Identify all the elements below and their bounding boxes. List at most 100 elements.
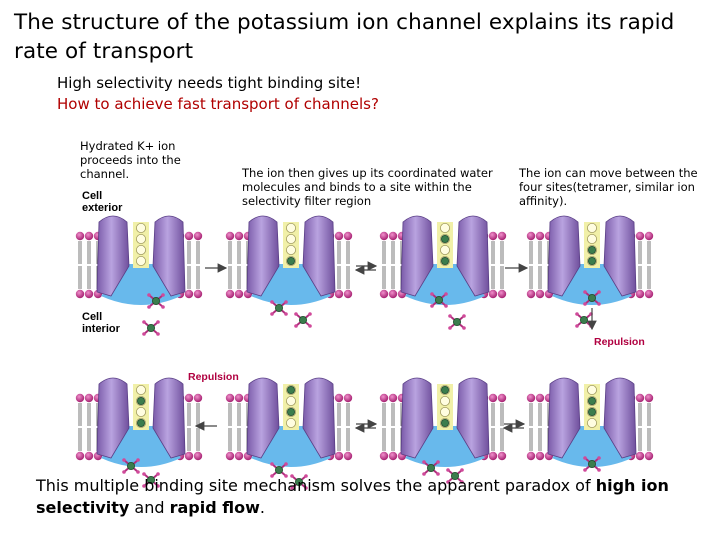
subtitle-question: How to achieve fast transport of channel… — [57, 95, 379, 113]
water-molecule — [583, 290, 587, 294]
binding-site — [135, 255, 146, 266]
lipid-head — [497, 289, 507, 299]
potassium-ion — [294, 477, 303, 486]
lipid-head — [526, 393, 536, 403]
lipid-head — [75, 231, 85, 241]
binding-site — [439, 395, 450, 406]
ion-channel — [379, 215, 507, 330]
water-molecule — [136, 458, 140, 462]
water-molecule — [308, 312, 312, 316]
water-molecule — [161, 305, 165, 309]
water-molecule — [430, 304, 434, 308]
conclusion-prefix: This multiple binding site mechanism sol… — [36, 476, 596, 495]
lipid-head — [84, 231, 94, 241]
lipid-head — [343, 451, 353, 461]
caption-step1: Hydrated K+ ion proceeds into the channe… — [80, 139, 181, 181]
potassium-ion — [440, 418, 449, 427]
ion-channel — [526, 215, 654, 328]
ion-channel — [379, 377, 507, 484]
water-molecule — [583, 468, 587, 472]
water-molecule — [156, 332, 160, 336]
channel-subunit-left — [96, 377, 130, 459]
channel-subunit-right — [302, 215, 336, 297]
water-molecule — [430, 292, 434, 296]
binding-site — [587, 384, 598, 395]
water-molecule — [448, 326, 452, 330]
lipid-head — [635, 451, 645, 461]
potassium-ion — [127, 461, 136, 470]
potassium-ion — [452, 317, 461, 326]
potassium-ion — [151, 296, 160, 305]
lipid-head — [193, 231, 203, 241]
water-molecule — [462, 314, 466, 318]
selectivity-filter — [437, 384, 453, 430]
ion-channel — [75, 215, 203, 336]
water-molecule — [142, 320, 146, 324]
water-molecule — [284, 300, 288, 304]
lipid-head — [497, 231, 507, 241]
lipid-head — [334, 289, 344, 299]
water-molecule — [446, 480, 450, 484]
binding-site — [285, 417, 296, 428]
channel-subunit-right — [603, 377, 637, 459]
lipid-head — [234, 231, 244, 241]
channel-subunit-right — [302, 377, 336, 459]
ion-channel — [225, 215, 353, 328]
binding-site — [135, 384, 146, 395]
channel-subunit-left — [246, 215, 280, 297]
potassium-ion — [588, 245, 597, 254]
water-molecule — [270, 312, 274, 316]
selectivity-filter — [133, 384, 149, 430]
binding-site — [135, 244, 146, 255]
water-molecule — [290, 474, 294, 478]
water-molecule — [142, 472, 146, 476]
lipid-head — [497, 393, 507, 403]
lipid-head — [535, 289, 545, 299]
lipid-head — [488, 231, 498, 241]
lipid-head — [488, 451, 498, 461]
water-molecule — [304, 474, 308, 478]
binding-site — [135, 406, 146, 417]
lipid-head — [184, 231, 194, 241]
lipid-head — [535, 393, 545, 403]
water-molecule — [290, 486, 294, 490]
lipid-head — [225, 289, 235, 299]
lipid-head — [535, 231, 545, 241]
lipid-head — [84, 289, 94, 299]
channel-subunit-right — [152, 377, 186, 459]
lipid-head — [184, 393, 194, 403]
lipid-head — [225, 451, 235, 461]
water-molecule — [294, 324, 298, 328]
water-molecule — [284, 474, 288, 478]
binding-site — [439, 244, 450, 255]
lipid-head — [535, 451, 545, 461]
lipid-head — [488, 289, 498, 299]
water-molecule — [304, 486, 308, 490]
page-title: The structure of the potassium ion chann… — [14, 10, 675, 64]
water-molecule — [444, 304, 448, 308]
conclusion-end: . — [259, 498, 265, 517]
selectivity-filter — [283, 384, 299, 430]
water-molecule — [156, 472, 160, 476]
lipid-head — [334, 393, 344, 403]
conclusion-bold-flow: rapid flow — [169, 498, 260, 517]
potassium-ion — [286, 407, 295, 416]
lipid-head — [184, 451, 194, 461]
lipid-head — [225, 231, 235, 241]
channel-subunit-left — [400, 215, 434, 297]
channel-subunit-left — [547, 215, 581, 297]
lipid-head — [75, 451, 85, 461]
lipid-head — [234, 289, 244, 299]
lipid-head — [379, 231, 389, 241]
lipid-head — [234, 393, 244, 403]
selectivity-filter — [437, 222, 453, 268]
water-molecule — [270, 300, 274, 304]
water-molecule — [422, 460, 426, 464]
lipid-head — [635, 289, 645, 299]
potassium-ion — [580, 315, 589, 324]
potassium-ion — [136, 396, 145, 405]
water-molecule — [161, 293, 165, 297]
binding-site — [135, 233, 146, 244]
water-molecule — [422, 472, 426, 476]
water-molecule — [575, 312, 579, 316]
